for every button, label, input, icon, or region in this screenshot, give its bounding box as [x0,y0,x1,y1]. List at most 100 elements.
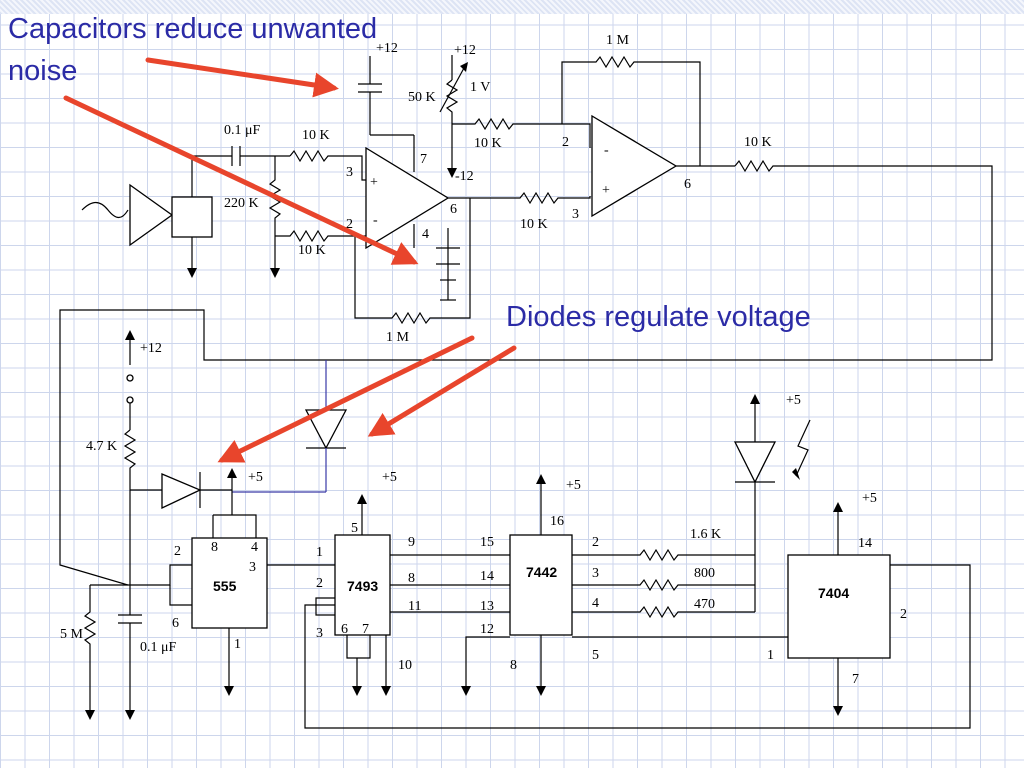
chip-label-7442: 7442 [526,564,557,580]
label-220k: 220 K [224,196,259,211]
opamp-1 [365,146,450,250]
pin-555-2: 2 [174,544,181,559]
resistor-10k-input [289,149,366,181]
chip-label-555: 555 [213,578,237,594]
pin-7442-3: 3 [592,566,599,581]
pin-u1-3: 3 [346,165,353,180]
pin-7493-11: 11 [408,599,421,614]
note-diodes: Diodes regulate voltage [506,301,811,333]
pin-7442-12: 12 [480,622,494,637]
chip-label-7493: 7493 [347,578,378,594]
resistor-4-7k [123,429,137,585]
label-10k-e: 10 K [298,243,326,258]
pin-7493-8: 8 [408,571,415,586]
pin-u1-6: 6 [450,202,457,217]
resistor-10k-stage [510,191,591,205]
arrow-caps-1 [145,57,339,98]
pin-7493-6: 6 [341,622,348,637]
label-plus12-a: +12 [376,41,398,56]
pin-7404-1: 1 [767,648,774,663]
feedback-resistor-1m-top [561,55,701,166]
label-minus12: -12 [455,169,474,184]
pin-7442-8: 8 [510,658,517,673]
pin-7404-7: 7 [852,672,859,687]
chip-7442 [509,534,573,636]
pin-7493-2: 2 [316,576,323,591]
chip-555 [191,537,268,629]
capacitor-0-1uF-bottom [118,585,142,720]
supply-capacitor-top [358,56,415,172]
opamp-2 [591,114,678,218]
pin-7442-5: 5 [592,648,599,663]
resistor-10k-ground [275,229,366,243]
pin-7493-10: 10 [398,658,412,673]
opamp1-minus-sign: - [373,213,378,228]
resistor-1-6k [572,548,755,562]
pin-7493-5: 5 [351,521,358,536]
label-800: 800 [694,566,715,581]
diode-1 [130,472,232,510]
resistor-5m [83,584,130,715]
label-cap-bottom: 0.1 μF [140,640,177,655]
label-10k-d: 10 K [520,217,548,232]
label-plus5-d: +5 [786,393,801,408]
arrow-diode-1 [217,335,475,463]
label-plus5-c: +5 [566,478,581,493]
supply-capacitor-bottom [413,224,460,301]
label-10k-b: 10 K [474,136,502,151]
pin-7493-1: 1 [316,545,323,560]
pin-7442-15: 15 [480,535,494,550]
resistor-800 [572,578,755,592]
pin-u1-4: 4 [422,227,429,242]
slide-top-band [0,0,1024,14]
pin-7442-2: 2 [592,535,599,550]
chip-7404 [787,554,891,659]
label-cap-top: 0.1 μF [224,123,261,138]
label-1m-top: 1 M [606,33,630,48]
pin-7442-16: 16 [550,514,564,529]
resistor-470 [572,605,755,619]
note-capacitors-line2: noise [8,55,77,87]
label-plus12-b: +12 [454,43,476,58]
pin-u2-2: 2 [562,135,569,150]
label-5m: 5 M [60,627,84,642]
resistor-220k [268,156,282,272]
pin-7493-9: 9 [408,535,415,550]
opamp2-minus-sign: - [604,143,609,158]
label-plus5-a: +5 [248,470,263,485]
label-470: 470 [694,597,715,612]
supply-12v-bottom [125,330,135,430]
opamp1-plus-sign: + [370,175,378,190]
label-plus5-e: +5 [862,491,877,506]
diode-2 [232,360,348,493]
resistor-10k-pot [452,117,591,148]
pin-7442-14: 14 [480,569,494,584]
resistor-10k-output [59,159,993,586]
chip-label-7404: 7404 [818,585,849,601]
pin-u2-6: 6 [684,177,691,192]
input-sensor [81,156,213,278]
pin-555-6: 6 [172,616,179,631]
pin-7404-2: 2 [900,607,907,622]
pin-u2-3: 3 [572,207,579,222]
pin-7442-4: 4 [592,596,599,611]
pin-u1-7: 7 [420,152,427,167]
label-10k-c: 10 K [744,135,772,150]
pin-7442-13: 13 [480,599,494,614]
label-1-6k: 1.6 K [690,527,721,542]
label-4-7k: 4.7 K [86,439,117,454]
label-plus5-b: +5 [382,470,397,485]
potentiometer-50k [439,55,468,178]
pin-u1-2: 2 [346,217,353,232]
feedback-resistor-1m-bottom [354,198,471,325]
opamp2-plus-sign: + [602,183,610,198]
pin-555-1: 1 [234,637,241,652]
pin-7404-14: 14 [858,536,872,551]
chip-7493 [334,534,391,636]
note-capacitors-line1: Capacitors reduce unwanted [8,13,377,45]
arrow-caps-2 [63,95,419,265]
label-1v: 1 V [470,80,490,95]
pin-555-3: 3 [249,560,256,575]
input-capacitor [192,146,290,166]
